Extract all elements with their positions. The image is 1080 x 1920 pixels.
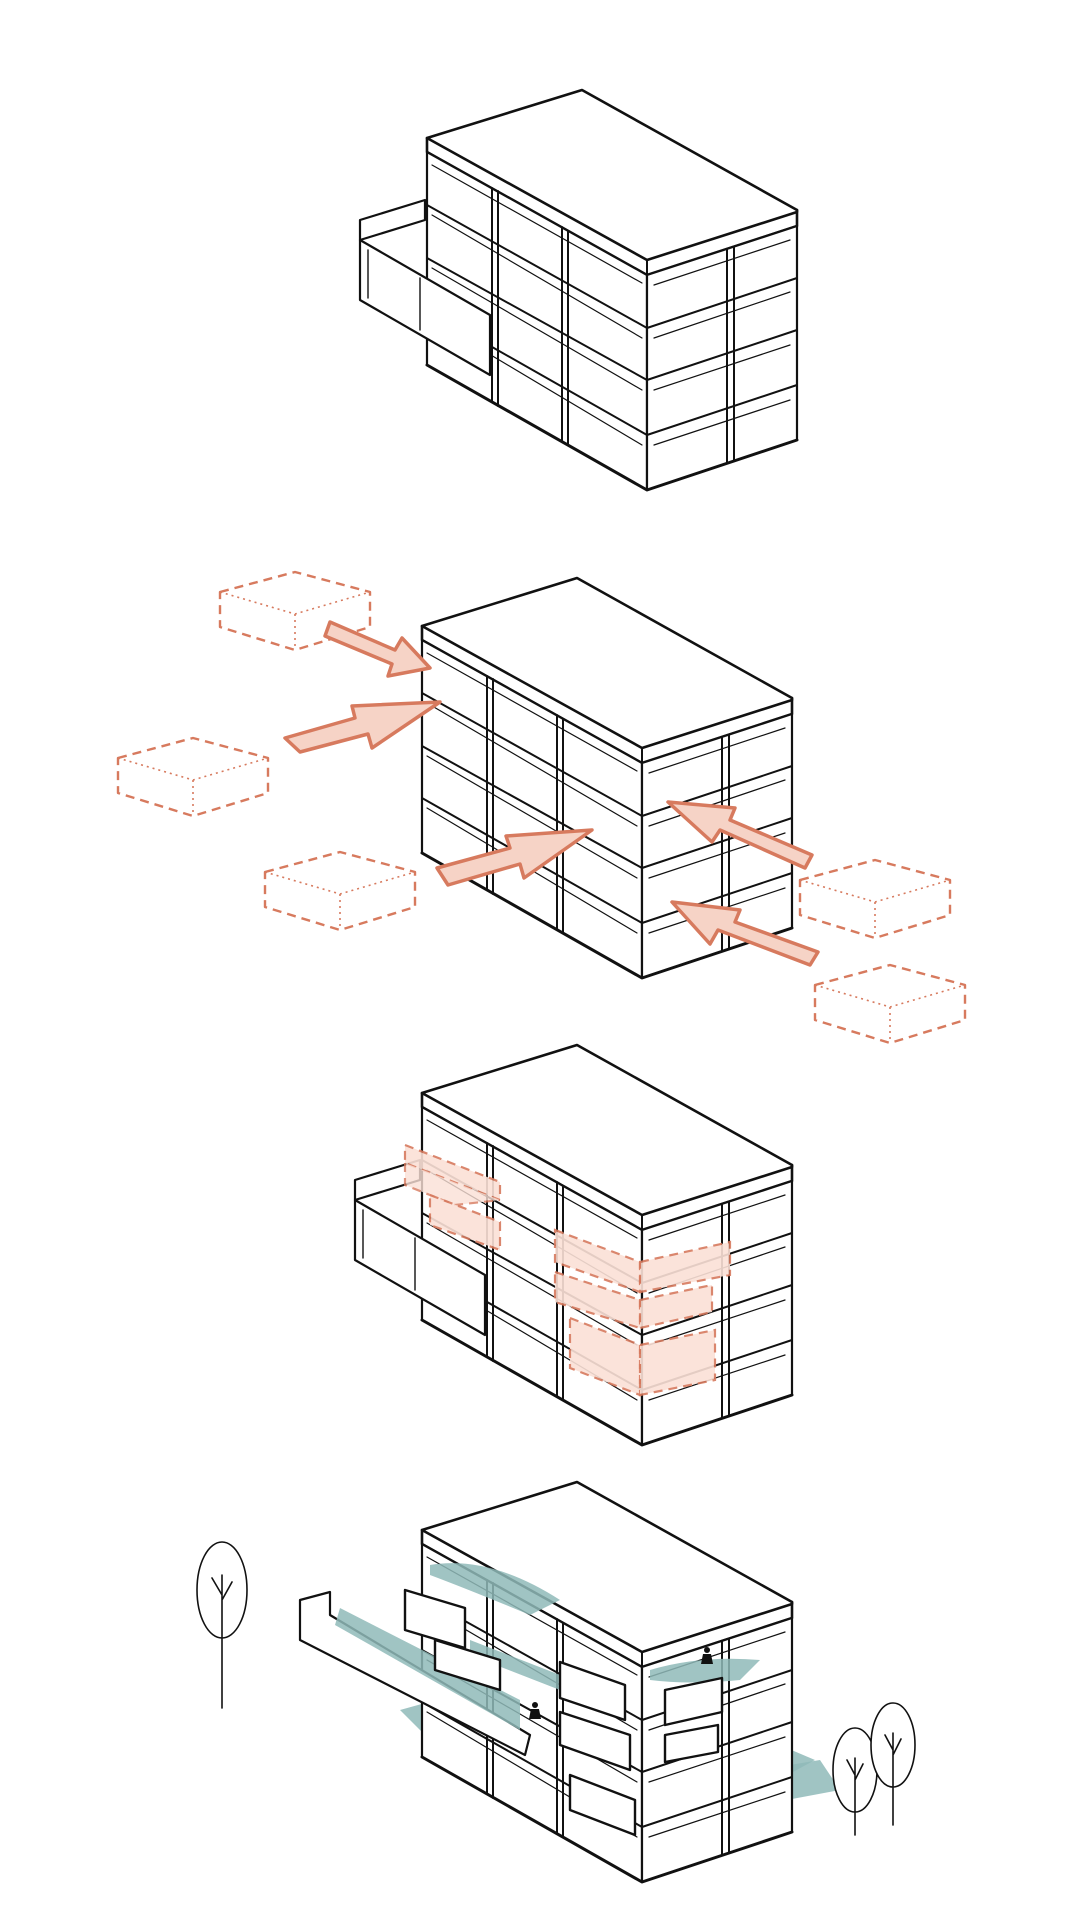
context-building (116, 736, 270, 818)
context-building (813, 963, 967, 1045)
person-icon (701, 1647, 713, 1664)
stage-3-inserted-volumes (353, 1043, 794, 1447)
tree-icon (832, 1727, 878, 1836)
projecting-box (403, 1588, 724, 1837)
arrow-icon (435, 828, 594, 887)
tree-icon (196, 1541, 248, 1709)
arrow-icon (323, 620, 432, 678)
person-icon (529, 1702, 541, 1719)
stage-4-final-building (196, 1480, 916, 1884)
arrow-icon (283, 700, 442, 754)
tree-icon (870, 1702, 916, 1826)
stage-2-context (116, 570, 967, 1045)
context-building (798, 858, 952, 940)
stage-1-base-structure (358, 88, 799, 492)
arrow-icon (670, 900, 820, 967)
context-building (263, 850, 417, 932)
inserted-volume (403, 1143, 732, 1397)
arrow-icon (666, 800, 814, 870)
